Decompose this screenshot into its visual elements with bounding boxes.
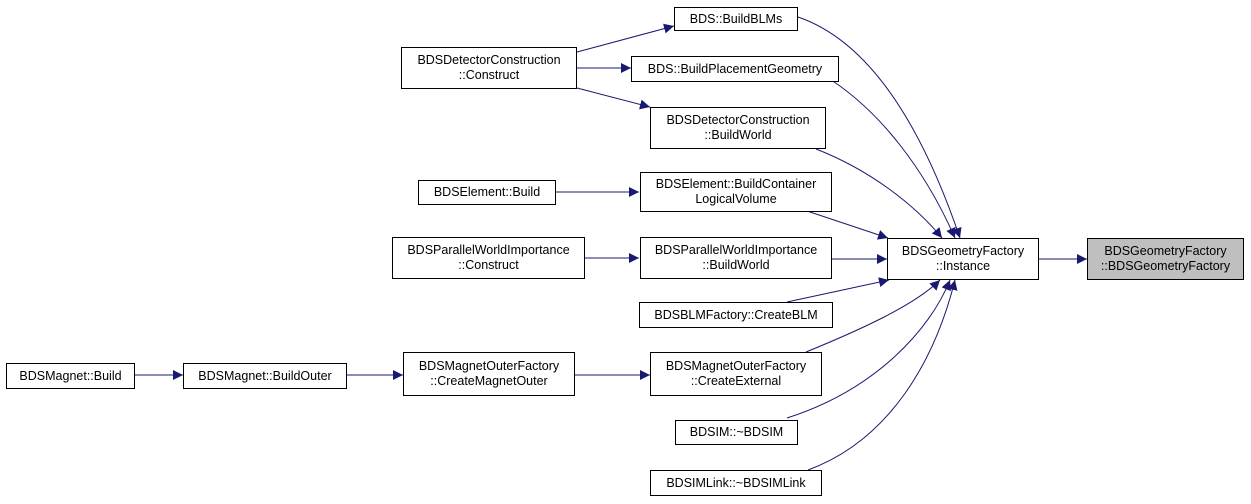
node-geometry-factory-instance[interactable]: BDSGeometryFactory ::Instance [887,238,1039,280]
edge-placement-geometry-to-instance [824,75,956,239]
node-magnet-build[interactable]: BDSMagnet::Build [6,363,135,389]
edge-mof-external-to-instance [805,279,941,353]
node-element-build-container-logical-volume[interactable]: BDSElement::BuildContainer LogicalVolume [640,172,832,212]
edge-bdsim-dtor-to-instance [786,279,951,419]
node-label-line2: ::BuildWorld [702,258,770,272]
node-parallel-world-importance-construct[interactable]: BDSParallelWorldImportance ::Construct [392,237,585,279]
node-label-line1: BDSMagnetOuterFactory [418,359,560,373]
edge-build-blms-to-instance [797,16,962,239]
node-detector-construction-construct[interactable]: BDSDetectorConstruction ::Construct [401,47,577,89]
node-label-line2: ::Construct [458,258,519,272]
node-bdsim-destructor[interactable]: BDSIM::~BDSIM [675,420,798,445]
node-label-line2: ::BuildWorld [704,128,772,142]
edge-detector-construct-to-build-world [576,87,651,110]
node-label-line1: BDSIMLink::~BDSIMLink [666,475,806,490]
node-label-line1: BDSParallelWorldImportance [407,243,570,257]
edge-blm-create-to-instance [786,277,890,303]
node-label-line1: BDSElement::BuildContainer [655,177,817,191]
edge-element-container-to-instance [803,209,889,240]
node-magnet-outer-factory-create-magnet-outer[interactable]: BDSMagnetOuterFactory ::CreateMagnetOute… [403,352,575,396]
node-label-line2: ::CreateExternal [690,374,782,388]
node-label-line1: BDSBLMFactory::CreateBLM [654,307,818,322]
node-label-line2: LogicalVolume [695,192,777,206]
node-label-line1: BDS::BuildPlacementGeometry [647,61,823,76]
node-label-line1: BDSParallelWorldImportance [654,243,818,257]
node-label-line1: BDSDetectorConstruction [666,113,810,127]
node-label-line2: ::BDSGeometryFactory [1100,259,1231,273]
node-element-build[interactable]: BDSElement::Build [418,180,556,205]
node-label-line1: BDSMagnet::Build [19,368,122,383]
node-label-line1: BDSIM::~BDSIM [689,425,784,439]
node-detector-construction-build-world[interactable]: BDSDetectorConstruction ::BuildWorld [650,107,826,149]
node-bds-build-placement-geometry[interactable]: BDS::BuildPlacementGeometry [631,56,839,82]
node-bdsimlink-destructor[interactable]: BDSIMLink::~BDSIMLink [650,470,822,496]
node-label-line1: BDSGeometryFactory [901,244,1025,258]
node-magnet-build-outer[interactable]: BDSMagnet::BuildOuter [183,363,347,389]
node-label-line1: BDSMagnetOuterFactory [665,359,807,373]
node-label-line1: BDSElement::Build [433,185,541,199]
node-label-line1: BDSDetectorConstruction [417,53,561,67]
node-geometry-factory-constructor: BDSGeometryFactory ::BDSGeometryFactory [1087,238,1244,280]
edge-detector-construct-to-build-blms [576,23,675,53]
node-label-line1: BDSGeometryFactory [1104,244,1227,258]
node-bds-build-blms[interactable]: BDS::BuildBLMs [674,7,798,31]
node-label-line1: BDS::BuildBLMs [689,11,783,26]
edge-bdsimlink-dtor-to-instance [807,279,958,471]
node-magnet-outer-factory-create-external[interactable]: BDSMagnetOuterFactory ::CreateExternal [650,352,822,396]
edge-detector-build-world-to-instance [815,148,943,239]
node-label-line2: ::CreateMagnetOuter [430,374,548,388]
node-blm-factory-create-blm[interactable]: BDSBLMFactory::CreateBLM [639,302,833,328]
node-label-line2: ::Construct [458,68,520,82]
node-label-line2: ::Instance [935,259,991,273]
node-label-line1: BDSMagnet::BuildOuter [198,368,332,383]
node-parallel-world-importance-build-world[interactable]: BDSParallelWorldImportance ::BuildWorld [640,237,832,279]
